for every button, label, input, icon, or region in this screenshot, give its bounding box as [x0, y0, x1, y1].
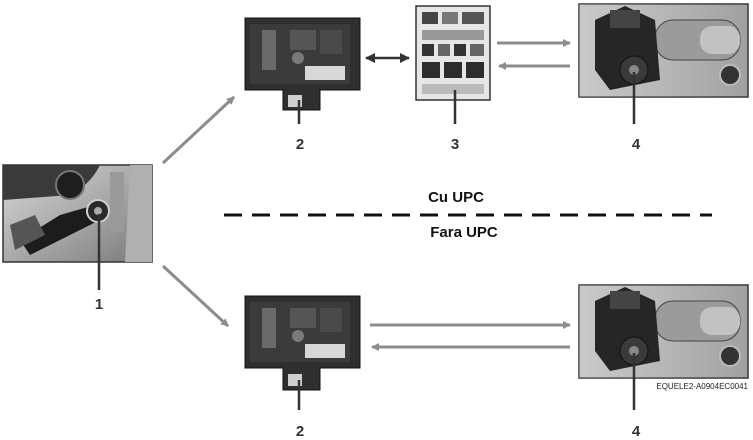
control-module-top-photo — [244, 17, 361, 111]
callout-number-relay-box: 3 — [451, 136, 459, 153]
arrow-switch-to-module-bottom — [161, 264, 230, 328]
control-module-bottom-photo — [244, 295, 361, 391]
callout-number-motor-bottom: 4 — [632, 423, 641, 440]
label-without-upc: Fara UPC — [430, 224, 498, 241]
wiper-motor-bottom-photo — [578, 284, 749, 379]
callout-number-module-top: 2 — [296, 136, 304, 153]
callout-number-switch: 1 — [95, 296, 103, 313]
arrow-switch-to-module-top — [161, 95, 236, 165]
wiper-motor-top-photo — [578, 3, 749, 98]
callout-number-motor-top: 4 — [632, 136, 641, 153]
reference-code: EQUELE2-A0904EC0041 — [656, 382, 748, 391]
wiper-stalk-switch-photo — [2, 164, 153, 263]
relay-fuse-box-photo — [415, 5, 491, 101]
callout-number-module-bottom: 2 — [296, 423, 304, 440]
label-with-upc: Cu UPC — [428, 189, 484, 206]
